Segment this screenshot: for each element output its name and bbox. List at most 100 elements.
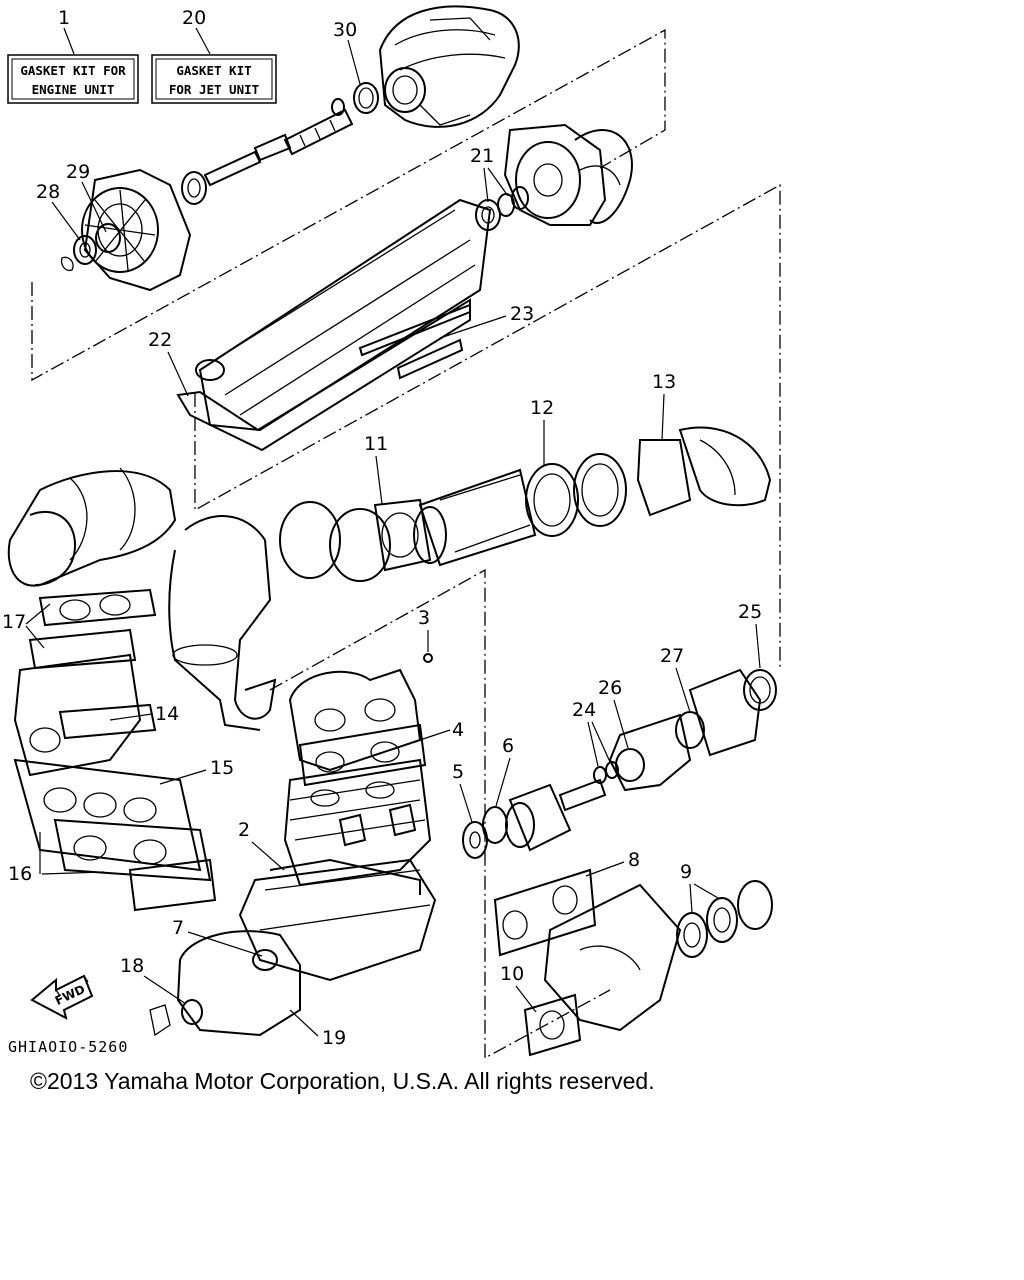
- kit-engine-line2: ENGINE UNIT: [32, 82, 115, 97]
- leader-29: [81, 181, 107, 233]
- muffler-tube: [413, 468, 537, 567]
- gasket-12-13: [525, 439, 692, 537]
- kit-engine-line1: GASKET KIT FOR: [20, 63, 126, 78]
- leader-27: [675, 667, 691, 713]
- jet-unit-frame: [31, 28, 666, 382]
- leader-28: [51, 201, 81, 241]
- callout-18: 18: [120, 955, 144, 977]
- callout-13: 13: [652, 371, 676, 393]
- callout-21: 21: [470, 145, 494, 167]
- callout-11: 11: [364, 433, 388, 455]
- leader-13: [661, 393, 665, 441]
- callout-8: 8: [628, 849, 640, 871]
- callout-29: 29: [66, 161, 90, 183]
- leader-5: [459, 783, 473, 823]
- callout-3: 3: [418, 607, 430, 629]
- copyright-notice: ©2013 Yamaha Motor Corporation, U.S.A. A…: [30, 1068, 655, 1094]
- callout-1: 1: [58, 7, 70, 29]
- bearing-housing: [181, 171, 207, 205]
- leader-25: [755, 623, 761, 669]
- jet-pump-housing: [378, 5, 520, 128]
- leader-4: [419, 729, 451, 741]
- callout-23: 23: [510, 303, 534, 325]
- leader-19: [289, 1009, 319, 1037]
- exhaust-group-frame: [269, 568, 611, 1060]
- callout-19: 19: [322, 1027, 346, 1049]
- callout-10: 10: [500, 963, 524, 985]
- leader-23: [439, 315, 507, 339]
- callout-30: 30: [333, 19, 357, 41]
- callout-28: 28: [36, 181, 60, 203]
- manifold-gaskets-8-10: [493, 868, 597, 1057]
- leader-22: [167, 351, 189, 397]
- callout-6: 6: [502, 735, 514, 757]
- diagram-code: GHIAOIO-5260: [8, 1038, 128, 1056]
- oring-30: [353, 82, 379, 114]
- exhaust-manifold-lower: [543, 883, 682, 1032]
- kit-jet-line2: FOR JET UNIT: [169, 82, 259, 97]
- callout-22: 22: [148, 329, 172, 351]
- leader-26: [613, 699, 629, 749]
- packing-23: [358, 303, 471, 380]
- intermediate-housing-22: [176, 198, 492, 452]
- callout-15: 15: [210, 757, 234, 779]
- exhaust-chamber: [7, 467, 177, 587]
- duct-housing-right: [503, 123, 633, 226]
- callout-9: 9: [680, 861, 692, 883]
- reed-valve-gaskets-15-16: [13, 758, 217, 912]
- coupler-parts: [462, 778, 607, 859]
- callout-4: 4: [452, 719, 464, 741]
- bearing-housing-26-27: [608, 668, 762, 792]
- leader-7: [187, 931, 263, 957]
- exhaust-pipe-hose: [168, 515, 277, 731]
- leader-15: [159, 769, 207, 785]
- cylinder-head: [288, 668, 422, 772]
- gasket-kit-jet-label: GASKET KIT FOR JET UNIT: [151, 54, 277, 104]
- leader-6: [495, 757, 511, 807]
- cylinder-block: [283, 758, 432, 887]
- leader-16: [39, 832, 105, 875]
- leader-18: [143, 975, 187, 1005]
- leader-11: [375, 455, 383, 505]
- oil-seal-28: [60, 235, 97, 272]
- fwd-label: FWD: [53, 982, 87, 1008]
- callout-14: 14: [155, 703, 179, 725]
- leader-2: [251, 841, 285, 871]
- gaskets-9: [676, 880, 773, 958]
- leader-30: [347, 39, 361, 85]
- leader-14: [109, 713, 153, 721]
- water-lock-elbow: [678, 426, 772, 507]
- exhaust-pipe-gaskets: [279, 498, 432, 582]
- orings-24: [593, 761, 619, 784]
- pump-group-frame: [194, 183, 781, 670]
- leader-17: [25, 603, 51, 649]
- leader-10: [515, 985, 537, 1013]
- leader-24: [587, 721, 611, 767]
- callout-27: 27: [660, 645, 684, 667]
- leader-9: [689, 883, 719, 913]
- kit-jet-line1: GASKET KIT: [176, 63, 251, 78]
- fwd-arrow-icon: FWD: [30, 974, 94, 1020]
- callout-17: 17: [2, 611, 26, 633]
- leader-1: [63, 27, 75, 55]
- callout-24: 24: [572, 699, 596, 721]
- callout-20: 20: [182, 7, 206, 29]
- callout-16: 16: [8, 863, 32, 885]
- callout-26: 26: [598, 677, 622, 699]
- exploded-parts-diagram: GASKET KIT FOR ENGINE UNIT GASKET KIT FO…: [2, 5, 781, 1060]
- leader-21: [483, 167, 509, 203]
- drive-shaft: [203, 98, 354, 187]
- nut-3: [423, 653, 433, 663]
- head-gasket-4: [298, 723, 427, 787]
- crankcase: [238, 858, 437, 982]
- impeller-housing: [81, 168, 192, 292]
- leader-20: [195, 27, 211, 55]
- callout-25: 25: [738, 601, 762, 623]
- callout-12: 12: [530, 397, 554, 419]
- callout-7: 7: [172, 917, 184, 939]
- gasket-kit-engine-label: GASKET KIT FOR ENGINE UNIT: [7, 54, 139, 104]
- callout-2: 2: [238, 819, 250, 841]
- callout-5: 5: [452, 761, 464, 783]
- oring-25: [743, 669, 777, 711]
- magneto-cover: [149, 930, 301, 1037]
